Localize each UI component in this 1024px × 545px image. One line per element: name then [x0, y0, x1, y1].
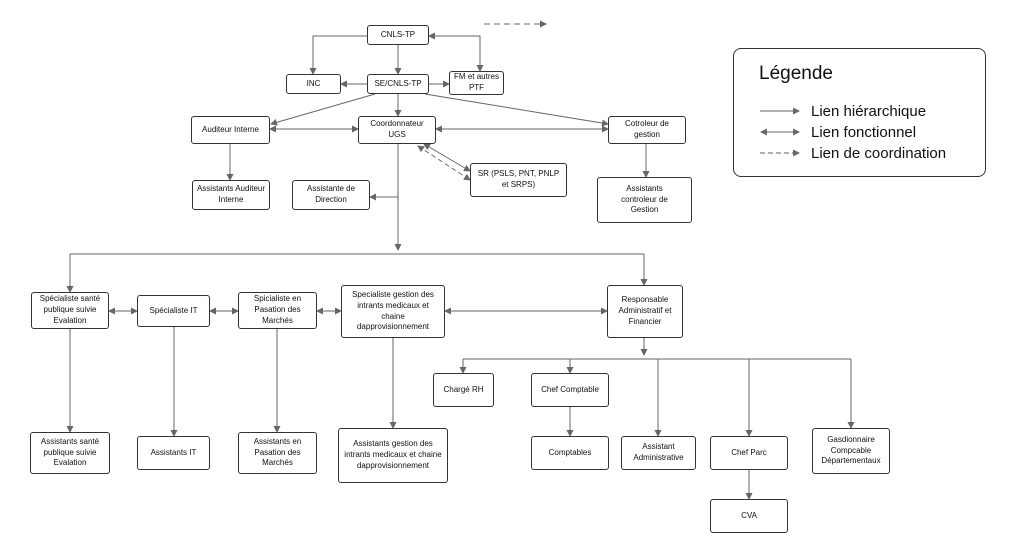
legend-row-hierarchique: Lien hiérarchique [760, 102, 927, 120]
link-se-auditeur [270, 93, 376, 126]
node-assistants-passation: Assistants en Pasation des Marchés [238, 432, 317, 474]
node-specialiste-passation: Spicialiste en Pasation des Marchés [238, 292, 317, 329]
node-responsable-raf: Responsable Administratif et Financier [607, 285, 683, 338]
link-coord-sr-coordination [417, 145, 471, 181]
legend-panel: Légende Lien hiérarchique Lien fonctionn… [733, 48, 986, 177]
legend-label-coordination: Lien de coordination [811, 144, 947, 162]
node-gestionnaire-departementaux: Gasdionnaire Compcable Départementaux [812, 428, 890, 474]
node-assistants-sante: Assistants santé publique suivie Evalati… [30, 432, 110, 474]
dashed-arrow-icon [760, 149, 800, 157]
node-assistants-it: Assistants IT [137, 436, 210, 470]
link-cnls-inc [309, 35, 367, 75]
node-controleur-gestion: Cotroleur de gestion [608, 116, 686, 144]
node-sr: SR (PSLS, PNT, PNLP et SRPS) [470, 163, 567, 197]
node-charge-rh: Chargé RH [433, 373, 494, 407]
legend-row-fonctionnel: Lien fonctionnel [760, 123, 917, 141]
node-auditeur-interne: Auditeur Interne [191, 116, 270, 144]
node-se-cnls-tp: SE/CNLS-TP [367, 74, 429, 94]
node-fm-ptf: FM et autres PTF [449, 71, 504, 95]
node-inc: INC [286, 74, 341, 94]
legend-title: Légende [759, 63, 833, 84]
node-assistant-administrative: Assistant Administrative [621, 436, 696, 470]
node-specialiste-sante: Spécialiste santé publique suivie Evalat… [31, 292, 109, 329]
node-specialiste-intrants: Specialiste gestion des intrants medicau… [341, 285, 445, 338]
node-chef-comptable: Chef Comptable [531, 373, 609, 407]
link-cnls-fm [428, 32, 484, 72]
legend-label-hierarchique: Lien hiérarchique [811, 102, 927, 120]
node-assistants-intrants: Assistants gestion des intrants medicaux… [338, 428, 448, 483]
node-assistante-direction: Assistante de Direction [292, 180, 370, 210]
solid-arrow-icon [760, 107, 800, 115]
link-coord-sr [423, 143, 471, 172]
double-arrow-icon [760, 128, 800, 136]
legend-row-coordination: Lien de coordination [760, 144, 947, 162]
node-coordonnateur-ugs: Coordonnateur UGS [358, 116, 436, 144]
legend-label-fonctionnel: Lien fonctionnel [811, 123, 917, 141]
node-cnls-tp: CNLS-TP [367, 25, 429, 45]
node-assistants-controleur: Assistants controleur de Gestion [597, 177, 692, 223]
node-comptables: Comptables [531, 436, 609, 470]
node-chef-parc: Chef Parc [710, 436, 788, 470]
node-cva: CVA [710, 499, 788, 533]
node-specialiste-it: Spécialiste IT [137, 295, 210, 327]
link-se-ctrl [424, 93, 609, 127]
node-assistants-auditeur: Assistants Auditeur Interne [192, 180, 270, 210]
